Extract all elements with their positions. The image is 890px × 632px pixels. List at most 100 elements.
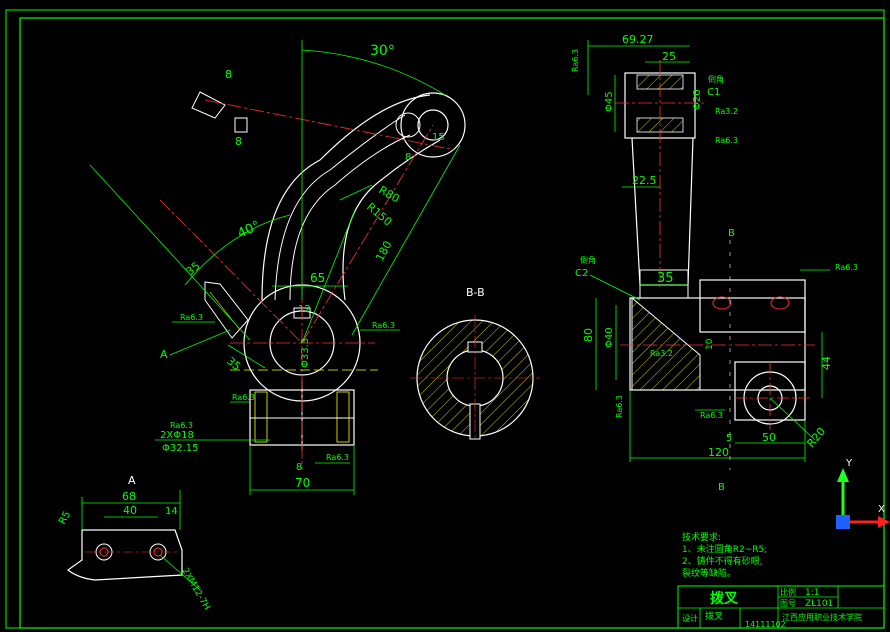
ra-main-3: Ra6.3 xyxy=(232,393,255,402)
dim-8a: 8 xyxy=(225,68,232,81)
side-lug xyxy=(204,281,249,339)
dim-40-arc xyxy=(184,214,291,286)
side-ra-4: Ra3.2 xyxy=(650,349,673,358)
side-hole-1 xyxy=(712,296,732,310)
ucs-y-label: Y xyxy=(845,458,853,469)
ucs-y-arrow xyxy=(837,468,849,482)
title-scale-label: 比例 xyxy=(780,587,796,597)
side-note-chamfer-bottom: 倒角 xyxy=(580,255,596,265)
arm-inner-curve xyxy=(342,139,441,301)
side-ra-3: Ra6.3 xyxy=(715,136,738,145)
centerline-arm xyxy=(301,124,434,344)
dim-2xphi18: 2XΦ18 xyxy=(160,430,194,441)
side-note-chamfer-top: 倒角 xyxy=(708,74,724,84)
dim-angle-40: 40° xyxy=(235,218,262,241)
side-label-b-top: B xyxy=(728,228,735,239)
notes-line-2: 2、铸件不得有砂眼, xyxy=(682,555,763,567)
notes-line-1: 1、未注圆角R2~R5; xyxy=(682,543,767,555)
dim-r80-line xyxy=(339,184,373,201)
dim-180: 180 xyxy=(373,239,394,264)
dim-35a: 35 xyxy=(184,259,203,278)
inner-frame xyxy=(19,17,885,629)
leader-a xyxy=(89,164,251,341)
side-dim-10-text: 10 xyxy=(705,338,715,350)
side-web xyxy=(631,296,701,391)
dim-180-line xyxy=(351,144,461,336)
dim-15: 15 xyxy=(432,132,445,143)
view-a-dim-68-text: 68 xyxy=(122,490,136,503)
side-ra-2: Ra3.2 xyxy=(715,107,738,116)
view-a-dim-40-text: 40 xyxy=(123,504,137,517)
side-dim-c1-text: C1 xyxy=(707,87,720,98)
side-dim-44-text: 44 xyxy=(820,356,833,370)
arm-outer-curve xyxy=(261,94,431,301)
ucs-x-label: X xyxy=(878,504,885,515)
dim-angle-30: 30° xyxy=(370,43,395,59)
ra-main-4: Ra6.3 xyxy=(170,421,193,430)
title-block[interactable]: 拨叉 比例 1:1 图号 ZL101 设计 拨叉 江西应用职业技术学院 1411… xyxy=(677,585,885,629)
notes-title: 技术要求: xyxy=(682,531,721,543)
side-upper-block xyxy=(699,279,806,333)
dim-35b-line xyxy=(227,344,266,369)
side-dim-22-text: 22.5 xyxy=(632,174,657,187)
top-boss-small xyxy=(395,112,421,138)
side-column xyxy=(631,137,694,286)
side-dim-80-text: 80 xyxy=(582,328,595,342)
title-block-frame xyxy=(677,585,885,629)
view-a[interactable]: A 68 40 14 R5 2XM12-7H xyxy=(57,474,211,612)
main-view[interactable]: 30° 40° 8 8 35 35 65 12 70 8 180 R80 R15… xyxy=(89,40,466,495)
arm-slot-1 xyxy=(274,114,406,301)
dim-r150: R150 xyxy=(364,200,394,228)
clamp-right-hatch xyxy=(336,391,350,443)
ra-main-5: Ra6.3 xyxy=(326,453,349,462)
section-bb-view[interactable]: B-B xyxy=(410,286,540,440)
side-ra-1: Ra6.3 xyxy=(571,49,580,72)
side-dim-50-text: 50 xyxy=(762,431,776,444)
view-a-thread-text: 2XM12-7H xyxy=(179,567,211,613)
dim-r150-line xyxy=(301,209,356,344)
dim-30-arc xyxy=(301,49,446,96)
dim-8b: 8 xyxy=(235,135,242,148)
dim-12: 12 xyxy=(298,304,311,315)
side-dim-phi20-text: Φ20 xyxy=(692,89,703,110)
upper-detail-2 xyxy=(234,117,248,133)
side-dim-r20 xyxy=(769,397,816,441)
side-ra-5: Ra6.3 xyxy=(835,263,858,272)
side-dim-c2-text: C2 xyxy=(575,268,588,279)
notes-line-3: 裂纹等缺陷。 xyxy=(682,567,736,579)
title-drawing-label: 图号 xyxy=(780,599,796,608)
ucs-origin xyxy=(836,515,850,529)
title-part-name: 拨叉 xyxy=(710,590,739,607)
title-drawing-value: ZL101 xyxy=(805,599,833,609)
title-scale-value: 1:1 xyxy=(805,588,819,598)
side-dim-35-text: 35 xyxy=(657,271,674,286)
side-dim-69-text: 69.27 xyxy=(622,33,654,46)
title-student-id: 14111102 xyxy=(745,620,786,629)
section-bb-title: B-B xyxy=(466,286,485,299)
upper-detail xyxy=(191,91,226,119)
view-a-outline xyxy=(67,529,183,581)
ra-main-1: Ra6.3 xyxy=(180,313,203,322)
technical-notes[interactable]: 技术要求: 1、未注圆角R2~R5; 2、铸件不得有砂眼, 裂纹等缺陷。 xyxy=(682,531,767,579)
ra-main-2: Ra6.3 xyxy=(372,321,395,330)
dim-70: 70 xyxy=(295,476,310,490)
view-a-dim-14-text: 14 xyxy=(165,506,178,517)
side-dim-phi45-text: Φ45 xyxy=(604,91,615,112)
dim-phi33: Φ33.3 xyxy=(300,338,311,368)
top-boss-inner xyxy=(417,109,449,141)
side-ra-7: Ra6.3 xyxy=(700,411,723,420)
clamp-left-hatch xyxy=(254,391,268,443)
side-dim-r20-text: R20 xyxy=(804,425,828,450)
side-dim-120-text: 120 xyxy=(708,446,729,459)
outer-frame xyxy=(5,9,885,629)
view-a-thread-leader xyxy=(159,554,201,591)
dim-r80: R80 xyxy=(377,183,402,205)
side-c2-leader xyxy=(589,274,641,301)
side-hole-2 xyxy=(770,296,790,310)
leader-a-2 xyxy=(169,329,231,356)
arm-slot-2 xyxy=(289,134,411,301)
dim-35b: 35 xyxy=(224,354,243,373)
dim-phi32: Φ32.15 xyxy=(162,443,199,454)
side-view[interactable]: 69.27 25 Φ45 Φ20 C1 倒角 22.5 35 C2 倒角 80 … xyxy=(571,33,858,493)
